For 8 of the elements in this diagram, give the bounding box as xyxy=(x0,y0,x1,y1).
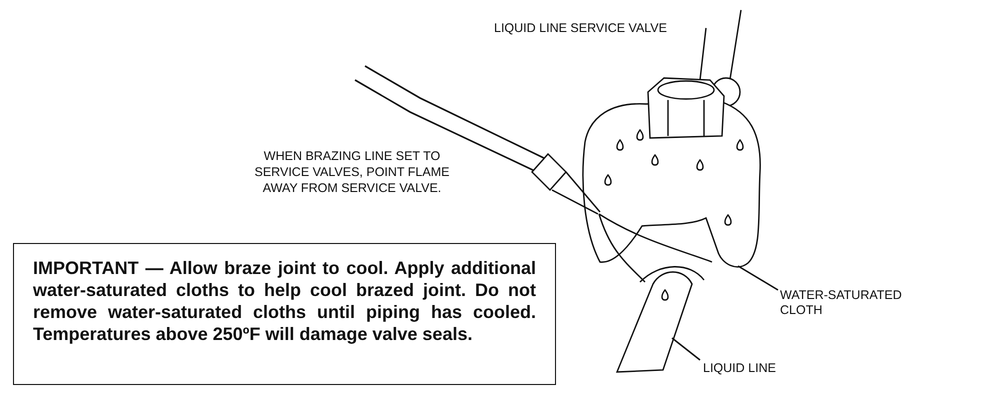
part-label: LIQUID LINE xyxy=(703,361,823,376)
important-note-box: IMPORTANT — Allow braze joint to cool. Apply additional water-saturated cloths to help cool brazed joint. Do not remove water-saturated cloths until piping has cooled. Temperatures above 250ºF will damage valve seals. xyxy=(13,243,556,385)
pipe-drawing xyxy=(616,271,693,373)
leader-line xyxy=(738,265,778,291)
leader-line xyxy=(672,337,700,361)
part-label: WATER-SATURATED CLOTH xyxy=(780,288,930,318)
part-label: LIQUID LINE SERVICE VALVE xyxy=(494,20,668,36)
instruction-note: WHEN BRAZING LINE SET TO SERVICE VALVES, POINT FLAME AWAY FROM SERVICE VALVE. xyxy=(254,148,450,196)
